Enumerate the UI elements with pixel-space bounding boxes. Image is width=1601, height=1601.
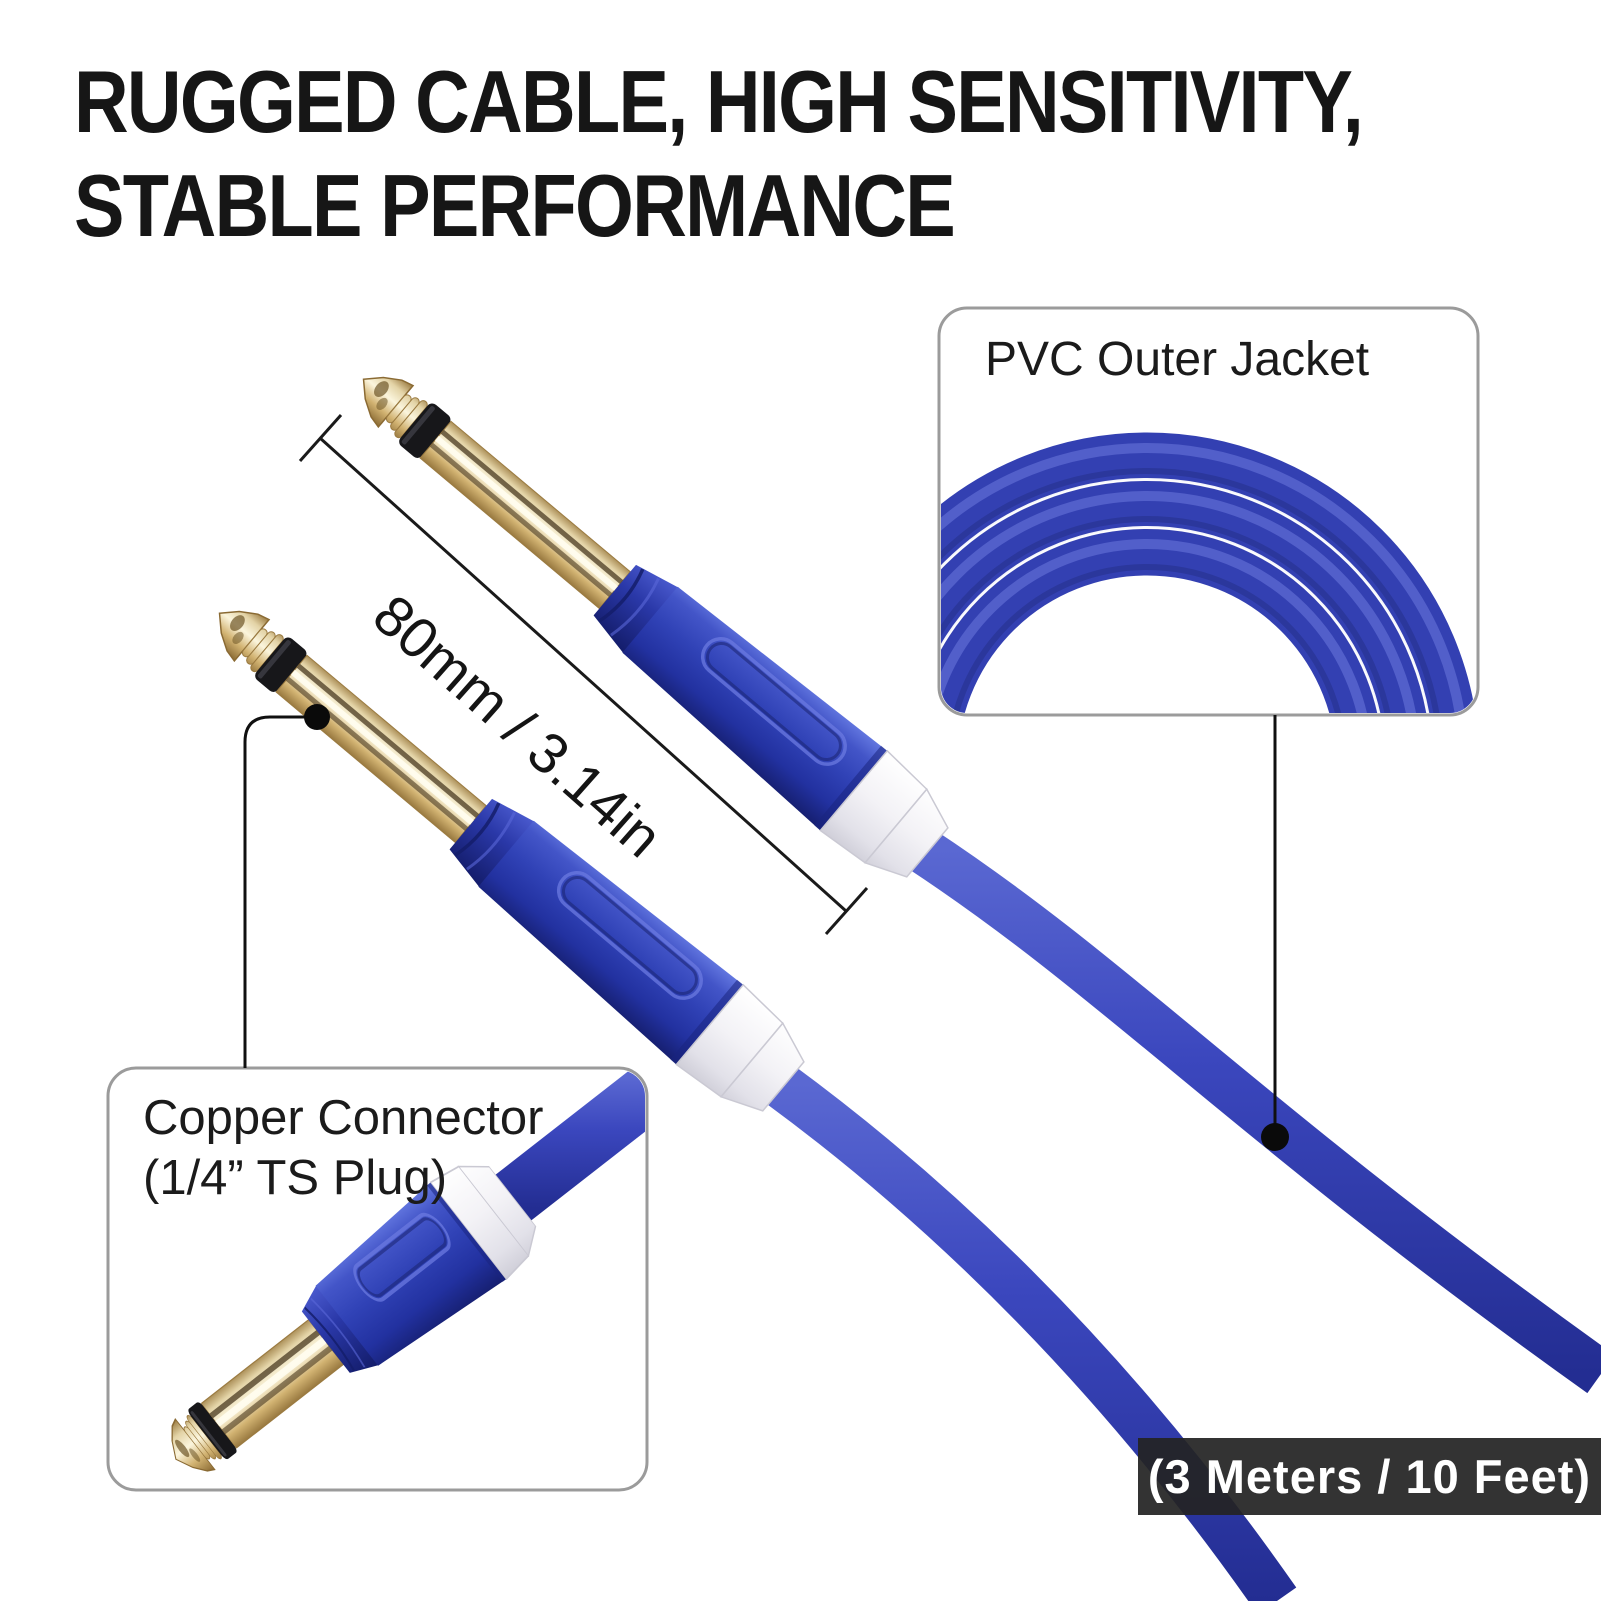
pvc-jacket-label: PVC Outer Jacket bbox=[985, 333, 1370, 386]
copper-leader-line bbox=[243, 715, 317, 1068]
copper-connector-label: Copper Connector (1/4” TS Plug) bbox=[143, 1088, 543, 1208]
cable-length-badge: (3 Meters / 10 Feet) bbox=[1138, 1438, 1601, 1515]
copper-leader-dot bbox=[304, 704, 330, 730]
pvc-cable-coil-photo bbox=[941, 432, 1476, 713]
cable-run-upper bbox=[908, 829, 1601, 1394]
measurement-line bbox=[298, 414, 869, 935]
cable-run-lower bbox=[764, 1064, 1297, 1601]
copper-connector-label-line-2: (1/4” TS Plug) bbox=[143, 1151, 448, 1205]
measurement-tick-start bbox=[298, 414, 343, 462]
headline-line-1: RUGGED CABLE, HIGH SENSITIVITY, bbox=[74, 52, 1364, 151]
headline: RUGGED CABLE, HIGH SENSITIVITY, STABLE P… bbox=[74, 50, 1572, 258]
cable-length-badge-text: (3 Meters / 10 Feet) bbox=[1147, 1450, 1592, 1503]
measurement-tick-end bbox=[824, 887, 869, 935]
measurement-main-line bbox=[318, 436, 848, 913]
copper-plug-closeup-photo bbox=[136, 1070, 645, 1488]
pvc-leader-dot bbox=[1261, 1123, 1289, 1151]
leader-lines bbox=[243, 704, 1289, 1151]
headline-line-2: STABLE PERFORMANCE bbox=[74, 156, 956, 255]
copper-connector-label-line-1: Copper Connector bbox=[143, 1091, 544, 1145]
